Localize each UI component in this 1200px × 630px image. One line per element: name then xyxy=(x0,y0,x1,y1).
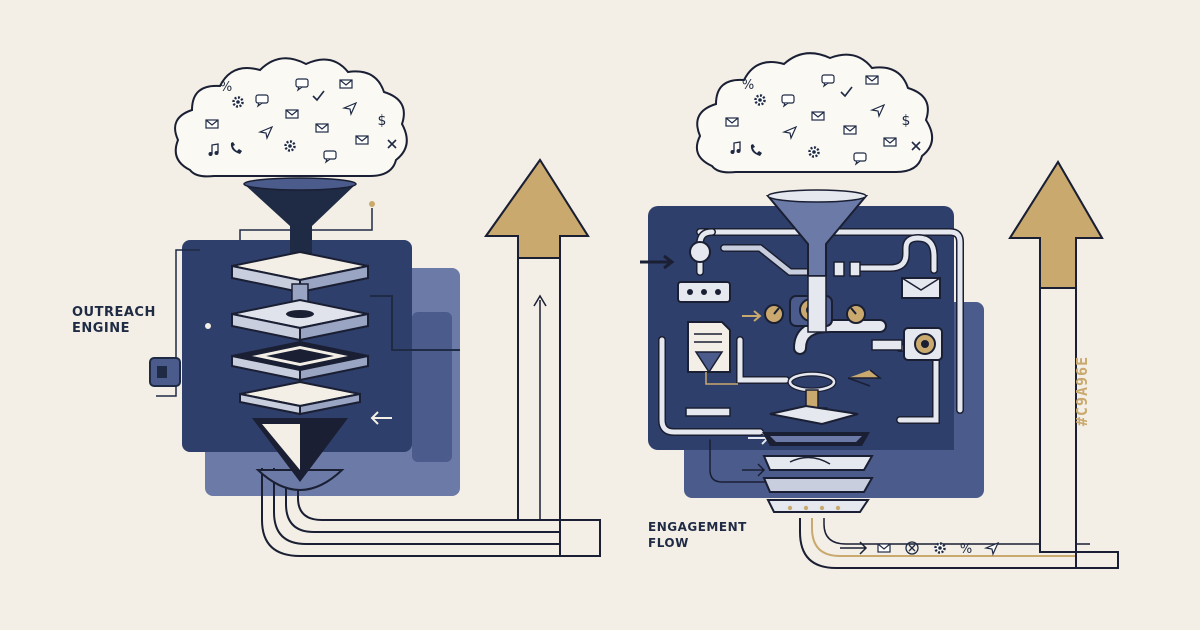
outreach-icon-cloud xyxy=(174,57,408,178)
engagement-gauge-left xyxy=(764,304,784,324)
engagement-label-line1: ENGAGEMENT xyxy=(648,520,747,534)
outreach-layer-2 xyxy=(231,298,369,342)
output-percent-icon xyxy=(959,542,973,557)
engagement-output-icons xyxy=(877,541,999,557)
outreach-node-dot xyxy=(205,323,211,329)
engagement-gold-arrow xyxy=(742,310,762,322)
output-close-circle-icon xyxy=(905,541,919,555)
outreach-pipe-loop xyxy=(261,468,600,557)
engagement-growth-arrow xyxy=(1008,160,1119,569)
outreach-funnel xyxy=(244,184,356,262)
engagement-tray-icon xyxy=(901,277,941,299)
engagement-label-line2: FLOW xyxy=(648,536,689,550)
output-gear-icon xyxy=(934,542,946,554)
output-envelope-icon xyxy=(877,543,891,553)
engagement-valve-left xyxy=(689,241,711,263)
engagement-flow-group xyxy=(640,52,1119,569)
outreach-connector-right xyxy=(370,295,460,351)
outreach-label-line2: ENGINE xyxy=(72,321,131,336)
outreach-engine-group xyxy=(149,57,601,557)
outreach-connector-left xyxy=(156,249,200,397)
outreach-arrow-small xyxy=(370,411,392,425)
outreach-growth-arrow xyxy=(484,158,601,557)
engagement-camera-icon xyxy=(871,327,943,361)
engagement-document-icon xyxy=(687,321,731,374)
outreach-label-line1: OUTREACH xyxy=(72,305,156,320)
outreach-layer-1 xyxy=(231,250,369,294)
engagement-icon-cloud xyxy=(696,52,933,174)
outreach-engine-label: OUTREACH ENGINE xyxy=(72,305,156,337)
engagement-gauge-right xyxy=(846,304,866,324)
outreach-panel-side xyxy=(412,312,452,462)
outreach-layer-4 xyxy=(239,380,361,416)
outreach-layer-3 xyxy=(231,340,369,382)
outreach-connector-dot xyxy=(369,201,375,207)
engagement-flow-label: ENGAGEMENT FLOW xyxy=(648,519,747,551)
engagement-input-arrow xyxy=(640,254,675,270)
hex-code-label: #C9A96E xyxy=(1073,355,1091,427)
engagement-sheet-stack xyxy=(762,404,874,513)
engagement-pipe-loop xyxy=(799,518,1118,569)
